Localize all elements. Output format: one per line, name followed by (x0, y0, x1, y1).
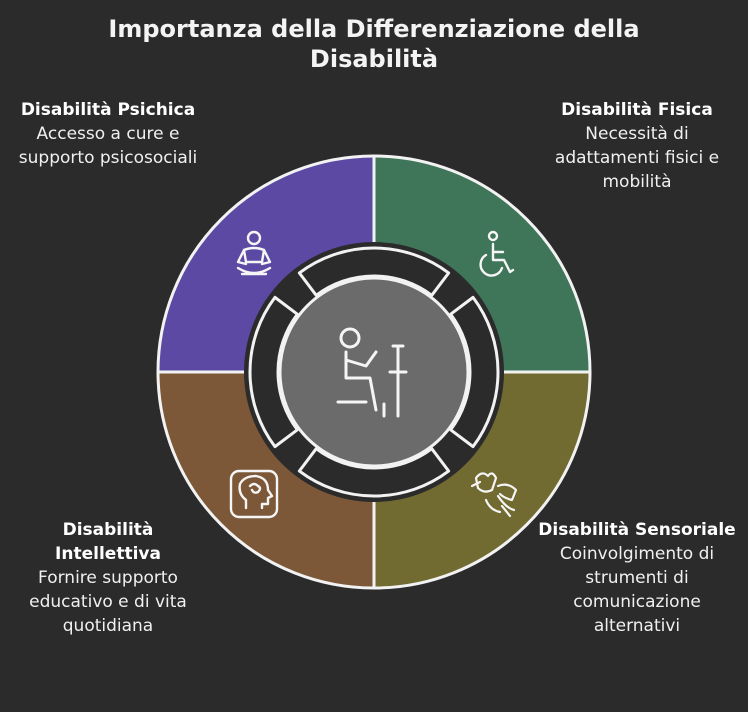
label-psichica: Disabilità Psichica Accesso a cure e sup… (8, 98, 208, 170)
label-title: Disabilità Psichica (20, 100, 196, 120)
arc-right (449, 295, 500, 449)
center-circle (278, 276, 470, 468)
arc-bottom (297, 447, 451, 498)
sign-language-icon (470, 472, 518, 518)
label-title: Disabilità Fisica (561, 100, 713, 120)
label-description: Necessità di adattamenti fisici e mobili… (554, 124, 720, 192)
arc-top (297, 246, 451, 297)
arc-left (248, 295, 299, 449)
inner-arc-group (248, 246, 500, 498)
label-sensoriale: Disabilità Sensoriale Coinvolgimento di … (537, 518, 737, 638)
page-title: Importanza della Differenziazione della … (108, 15, 640, 73)
label-description: Fornire supporto educativo e di vita quo… (29, 568, 187, 636)
label-title: Disabilità Sensoriale (538, 520, 736, 540)
person-with-crutch-icon (336, 327, 408, 418)
label-description: Coinvolgimento di strumenti di comunicaz… (559, 544, 715, 636)
label-fisica: Disabilità Fisica Necessità di adattamen… (537, 98, 737, 194)
wheelchair-icon (479, 230, 515, 277)
label-title: Disabilità Intellettiva (55, 520, 161, 564)
label-intellettiva: Disabilità Intellettiva Fornire supporto… (8, 518, 208, 638)
label-description: Accesso a cure e supporto psicosociali (18, 124, 198, 168)
brain-head-icon (229, 469, 279, 519)
meditation-icon (236, 230, 272, 276)
